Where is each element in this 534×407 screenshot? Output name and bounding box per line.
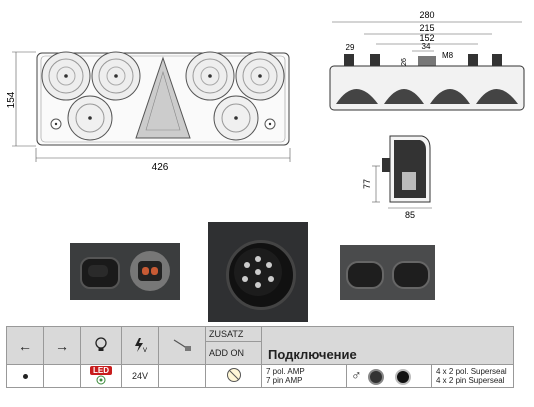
col-voltage: V <box>121 326 159 365</box>
pin-7pin: 7 pin AMP <box>266 376 303 385</box>
superseal-connector-icon <box>394 369 411 386</box>
col-cable <box>158 326 206 365</box>
dim-26: 26 <box>401 58 408 66</box>
side-height-dim: 77 <box>362 179 372 189</box>
col-right-turn: → <box>43 326 81 365</box>
photo-rear-connectors <box>70 243 180 300</box>
top-view-drawing: 280 215 152 34 29 26 M8 <box>329 10 525 111</box>
dim-152: 152 <box>419 33 434 43</box>
right-turn-value <box>43 364 81 388</box>
photo-7pin-amp-connector <box>208 222 308 322</box>
side-view-drawing: 77 85 <box>362 135 432 220</box>
superseal-pins: 4 x 2 pol. Superseal 4 x 2 pin Superseal <box>431 364 514 388</box>
voltage-value: 24V <box>121 364 159 388</box>
dim-34: 34 <box>422 42 431 51</box>
top-body <box>329 65 525 111</box>
add-on-label: ADD ON <box>205 341 262 365</box>
spec-table: ← → V ZUSATZ Подключение ADD ON LED 24V <box>6 326 514 388</box>
front-view-drawing: 154 426 <box>6 51 291 173</box>
zusatz-label: ZUSATZ <box>205 326 262 342</box>
lens-top-2 <box>91 51 141 101</box>
amp-connector-icon <box>368 369 385 386</box>
front-height-dim: 154 <box>6 91 17 108</box>
led-cell: LED <box>80 364 122 388</box>
dim-29: 29 <box>346 43 355 52</box>
col-left-turn: ← <box>6 326 44 365</box>
pin-7pol: 7 pol. AMP <box>266 367 305 376</box>
lens-top-1 <box>41 51 91 101</box>
col-bulb <box>80 326 122 365</box>
cable-icon <box>173 338 191 351</box>
superseal-pin: 4 x 2 pin Superseal <box>436 376 505 385</box>
arrow-right-icon: → <box>55 337 69 354</box>
cable-value <box>158 364 206 388</box>
side-depth-dim: 85 <box>405 210 415 220</box>
lens-bottom-2 <box>213 95 259 141</box>
add-on-value <box>205 364 262 388</box>
connector-icons: ♂ <box>346 364 432 388</box>
lens-top-3 <box>185 51 235 101</box>
led-mark-icon <box>96 375 106 385</box>
male-symbol-icon: ♂ <box>351 366 362 383</box>
led-badge: LED <box>90 366 112 375</box>
amp-pins: 7 pol. AMP 7 pin AMP <box>261 364 347 388</box>
arrow-left-icon: ← <box>18 337 32 354</box>
voltage-icon: V <box>135 337 147 354</box>
left-turn-value <box>6 364 44 388</box>
dim-215: 215 <box>419 23 434 33</box>
bulb-icon <box>95 336 107 351</box>
lens-bottom-1 <box>67 95 113 141</box>
superseal-pol: 4 x 2 pol. Superseal <box>436 367 507 376</box>
dim-m8: M8 <box>442 51 454 60</box>
no-addon-icon <box>226 368 241 382</box>
lens-top-4 <box>235 51 285 101</box>
front-width-dim: 426 <box>152 162 169 173</box>
svg-text:V: V <box>143 348 147 353</box>
connection-title: Подключение <box>261 326 514 365</box>
photo-superseal-connectors <box>340 245 435 300</box>
dim-280: 280 <box>419 10 434 20</box>
